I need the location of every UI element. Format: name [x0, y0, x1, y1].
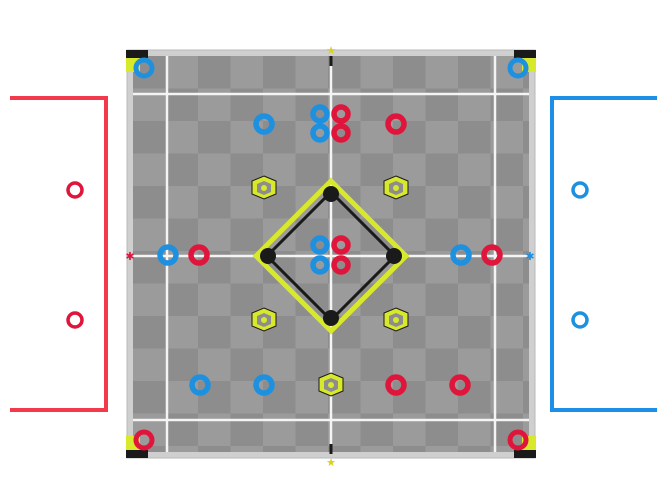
ring-blue [507, 57, 529, 79]
corner-bottom-left [126, 429, 155, 458]
ladder-center[interactable] [252, 177, 410, 335]
mobile-goal[interactable] [251, 307, 277, 332]
mobile-goal[interactable] [383, 307, 409, 332]
ring-red[interactable] [331, 104, 351, 124]
ring-red [133, 429, 155, 451]
ring-blue [133, 57, 155, 79]
ring-red[interactable] [331, 235, 351, 255]
ring-red[interactable] [449, 374, 471, 396]
red-station-ring-bottom[interactable] [66, 311, 84, 329]
ring-red[interactable] [331, 255, 351, 275]
svg-text:✱: ✱ [525, 250, 534, 263]
red-alliance-station [10, 96, 108, 412]
ring-blue[interactable] [310, 104, 330, 124]
corner-top-left [126, 50, 155, 79]
blue-station-ring-top[interactable] [571, 181, 589, 199]
ring-blue[interactable] [253, 113, 275, 135]
mobile-goal[interactable] [318, 372, 344, 397]
ring-blue[interactable] [450, 244, 472, 266]
corner-top-right [507, 50, 536, 79]
ring-blue[interactable] [310, 255, 330, 275]
svg-text:★: ★ [326, 456, 336, 469]
ring-red[interactable] [331, 123, 351, 143]
red-station-ring-top[interactable] [66, 181, 84, 199]
ring-red[interactable] [481, 244, 503, 266]
ring-blue[interactable] [310, 123, 330, 143]
ring-red[interactable] [385, 374, 407, 396]
mobile-goal[interactable] [251, 175, 277, 200]
wall-marker-bottom: ★ [326, 444, 336, 469]
ring-blue[interactable] [310, 235, 330, 255]
wall-marker-left: ✱ [125, 250, 134, 263]
ring-blue[interactable] [157, 244, 179, 266]
blue-station-ring-bottom[interactable] [571, 311, 589, 329]
wall-marker-right: ✱ [525, 250, 534, 263]
ring-blue[interactable] [189, 374, 211, 396]
ring-red[interactable] [385, 113, 407, 135]
ring-red[interactable] [188, 244, 210, 266]
mobile-goal[interactable] [383, 175, 409, 200]
ring-red [507, 429, 529, 451]
ring-blue[interactable] [253, 374, 275, 396]
svg-text:★: ★ [326, 44, 336, 57]
field-rings [157, 104, 503, 396]
svg-text:✱: ✱ [125, 250, 134, 263]
corner-bottom-right [507, 429, 536, 458]
wall-marker-top: ★ [326, 44, 336, 66]
blue-alliance-station [550, 96, 657, 412]
